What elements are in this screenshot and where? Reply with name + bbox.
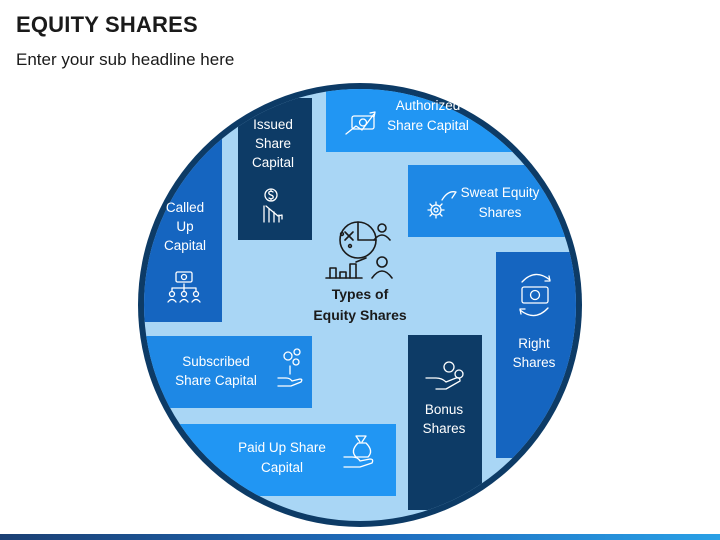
- bottom-accent-bar: [0, 534, 720, 540]
- bonus-shares-label-line2: Shares: [423, 421, 466, 436]
- bonus-shares-label-line1: Bonus: [425, 402, 464, 417]
- paid-up-label-line1: Paid Up Share: [238, 440, 326, 455]
- issued-label-line1: Issued: [253, 117, 293, 132]
- gear-hand-icon: [427, 191, 457, 219]
- subscribed-label-line1: Subscribed: [182, 354, 250, 369]
- sweat-equity-label-line2: Shares: [479, 205, 522, 220]
- paid-up-label-line2: Capital: [261, 460, 303, 475]
- sweat-equity-label-line1: Sweat Equity: [461, 185, 540, 200]
- hand-moneybag-icon: [343, 435, 374, 468]
- money-cycle-icon: [519, 273, 551, 317]
- center-label-line1: Types of: [332, 286, 389, 302]
- authorized-label-line2: Share Capital: [387, 118, 469, 133]
- analytics-people-icon: [325, 221, 393, 279]
- called-up-label-line3: Capital: [164, 238, 206, 253]
- issued-label-line3: Capital: [252, 155, 294, 170]
- subscribed-label-line2: Share Capital: [175, 373, 257, 388]
- called-up-label-line2: Up: [176, 219, 193, 234]
- segment-subscribed-share-capital[interactable]: [140, 336, 312, 408]
- right-shares-label-line1: Right: [518, 336, 550, 351]
- issued-label-line2: Share: [255, 136, 291, 151]
- money-network-icon: [167, 271, 201, 303]
- called-up-label-line1: Called: [166, 200, 204, 215]
- right-shares-label-line2: Shares: [513, 355, 556, 370]
- hand-coins-icon: [425, 361, 464, 390]
- center-label-line2: Equity Shares: [313, 307, 407, 323]
- growth-money-icon: [345, 111, 376, 135]
- page-subtitle: Enter your sub headline here: [16, 50, 235, 69]
- authorized-label-line1: Authorized: [396, 98, 461, 113]
- hand-plant-icon: [277, 348, 303, 387]
- dollar-chart-icon: [263, 188, 283, 223]
- segment-issued-share-capital[interactable]: [238, 98, 312, 240]
- page-title: EQUITY SHARES: [16, 12, 198, 37]
